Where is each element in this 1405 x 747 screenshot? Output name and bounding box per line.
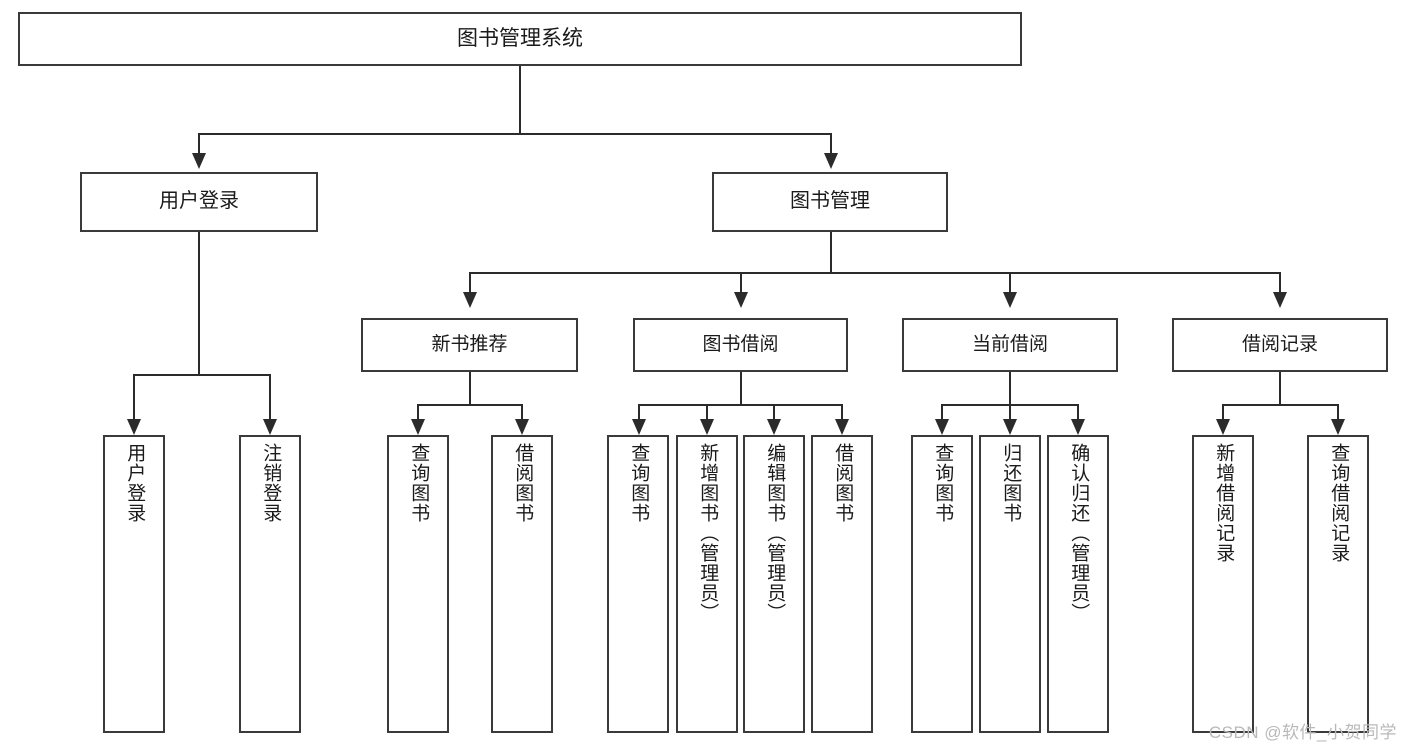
node-label: 借阅图书	[512, 443, 534, 523]
arrowhead-leaf-user-logout	[263, 419, 277, 435]
connector-drop-current-borrow	[1009, 272, 1011, 294]
arrowhead-leaf-add-book	[700, 419, 714, 435]
node-label: 当前借阅	[971, 333, 1048, 355]
node-label: 新书推荐	[431, 333, 508, 355]
connector-drop-leaf-user-login	[133, 374, 135, 421]
leaf-query-book-1[interactable]: 查询图书	[387, 435, 449, 733]
connector-user-login-bus	[133, 374, 269, 376]
leaf-query-record[interactable]: 查询借阅记录	[1307, 435, 1369, 733]
connector-drop-leaf-borrow-book-2	[841, 404, 843, 421]
node-label: 借阅记录	[1241, 333, 1318, 355]
node-new-book-recommend[interactable]: 新书推荐	[361, 318, 578, 372]
leaf-query-book-3[interactable]: 查询图书	[911, 435, 973, 733]
node-label: 查询图书	[628, 443, 650, 523]
arrowhead-leaf-borrow-book-1	[515, 419, 529, 435]
node-book-borrow[interactable]: 图书借阅	[633, 318, 848, 372]
leaf-return-book[interactable]: 归还图书	[979, 435, 1041, 733]
arrowhead-borrow-record	[1273, 292, 1287, 308]
node-label: 归还图书	[1000, 443, 1022, 523]
connector-new-book-recommend-stem	[469, 372, 471, 406]
arrowhead-leaf-edit-book	[767, 419, 781, 435]
node-label: 图书管理系统	[457, 26, 583, 50]
connector-level2-bus	[198, 133, 832, 135]
connector-book-borrow-stem	[740, 372, 742, 406]
arrowhead-leaf-query-book-2	[632, 419, 646, 435]
leaf-user-logout[interactable]: 注销登录	[239, 435, 301, 733]
arrowhead-current-borrow	[1003, 292, 1017, 308]
node-label: 编辑图书（管理员）	[764, 443, 786, 623]
connector-book-borrow-bus	[638, 404, 843, 406]
node-label: 查询借阅记录	[1328, 443, 1350, 563]
arrowhead-leaf-user-login	[127, 419, 141, 435]
node-label: 图书借阅	[702, 333, 779, 355]
leaf-confirm-return[interactable]: 确认归还（管理员）	[1047, 435, 1109, 733]
node-label: 注销登录	[260, 443, 282, 523]
node-label: 图书管理	[790, 190, 870, 213]
arrowhead-book-borrow	[734, 292, 748, 308]
connector-drop-leaf-edit-book	[773, 404, 775, 421]
connector-user-login-stem	[198, 232, 200, 375]
connector-drop-leaf-query-book-1	[417, 404, 419, 421]
node-label: 新增借阅记录	[1213, 443, 1235, 563]
leaf-user-login[interactable]: 用户登录	[103, 435, 165, 733]
node-label: 确认归还（管理员）	[1068, 443, 1090, 623]
connector-drop-leaf-query-book-3	[941, 404, 943, 421]
leaf-add-record[interactable]: 新增借阅记录	[1192, 435, 1254, 733]
arrowhead-book-management	[824, 153, 838, 169]
connector-borrow-record-bus	[1222, 404, 1337, 406]
connector-drop-leaf-return-book	[1009, 404, 1011, 421]
node-current-borrow[interactable]: 当前借阅	[902, 318, 1118, 372]
connector-drop-new-book-recommend	[469, 272, 471, 294]
connector-drop-book-borrow	[740, 272, 742, 294]
node-label: 查询图书	[932, 443, 954, 523]
leaf-borrow-book-1[interactable]: 借阅图书	[491, 435, 553, 733]
connector-level3-bus	[469, 272, 1281, 274]
connector-drop-user-login	[198, 133, 200, 155]
connector-borrow-record-stem	[1279, 372, 1281, 406]
arrowhead-leaf-add-record	[1216, 419, 1230, 435]
connector-new-book-recommend-bus	[417, 404, 521, 406]
node-root-book-management-system[interactable]: 图书管理系统	[18, 12, 1022, 66]
arrowhead-leaf-return-book	[1003, 419, 1017, 435]
leaf-add-book[interactable]: 新增图书（管理员）	[676, 435, 738, 733]
connector-drop-borrow-record	[1279, 272, 1281, 294]
connector-drop-leaf-user-logout	[269, 374, 271, 421]
arrowhead-leaf-query-book-3	[935, 419, 949, 435]
arrowhead-user-login	[192, 153, 206, 169]
connector-drop-leaf-query-book-2	[638, 404, 640, 421]
connector-root-stem	[519, 66, 521, 134]
node-label: 用户登录	[124, 443, 146, 523]
node-user-login[interactable]: 用户登录	[80, 172, 318, 232]
node-borrow-record[interactable]: 借阅记录	[1172, 318, 1388, 372]
connector-current-borrow-stem	[1009, 372, 1011, 406]
node-book-management[interactable]: 图书管理	[712, 172, 948, 232]
connector-drop-leaf-query-record	[1337, 404, 1339, 421]
leaf-borrow-book-2[interactable]: 借阅图书	[811, 435, 873, 733]
arrowhead-leaf-confirm-return	[1071, 419, 1085, 435]
node-label: 借阅图书	[832, 443, 854, 523]
connector-drop-leaf-confirm-return	[1077, 404, 1079, 421]
arrowhead-leaf-query-book-1	[411, 419, 425, 435]
connector-drop-leaf-add-book	[706, 404, 708, 421]
node-label: 新增图书（管理员）	[697, 443, 719, 623]
node-label: 查询图书	[408, 443, 430, 523]
leaf-query-book-2[interactable]: 查询图书	[607, 435, 669, 733]
connector-drop-leaf-borrow-book-1	[521, 404, 523, 421]
connector-drop-book-management	[830, 133, 832, 155]
arrowhead-leaf-query-record	[1331, 419, 1345, 435]
connector-book-management-stem	[830, 232, 832, 274]
arrowhead-leaf-borrow-book-2	[835, 419, 849, 435]
node-label: 用户登录	[159, 190, 239, 213]
arrowhead-new-book-recommend	[463, 292, 477, 308]
leaf-edit-book[interactable]: 编辑图书（管理员）	[743, 435, 805, 733]
connector-drop-leaf-add-record	[1222, 404, 1224, 421]
